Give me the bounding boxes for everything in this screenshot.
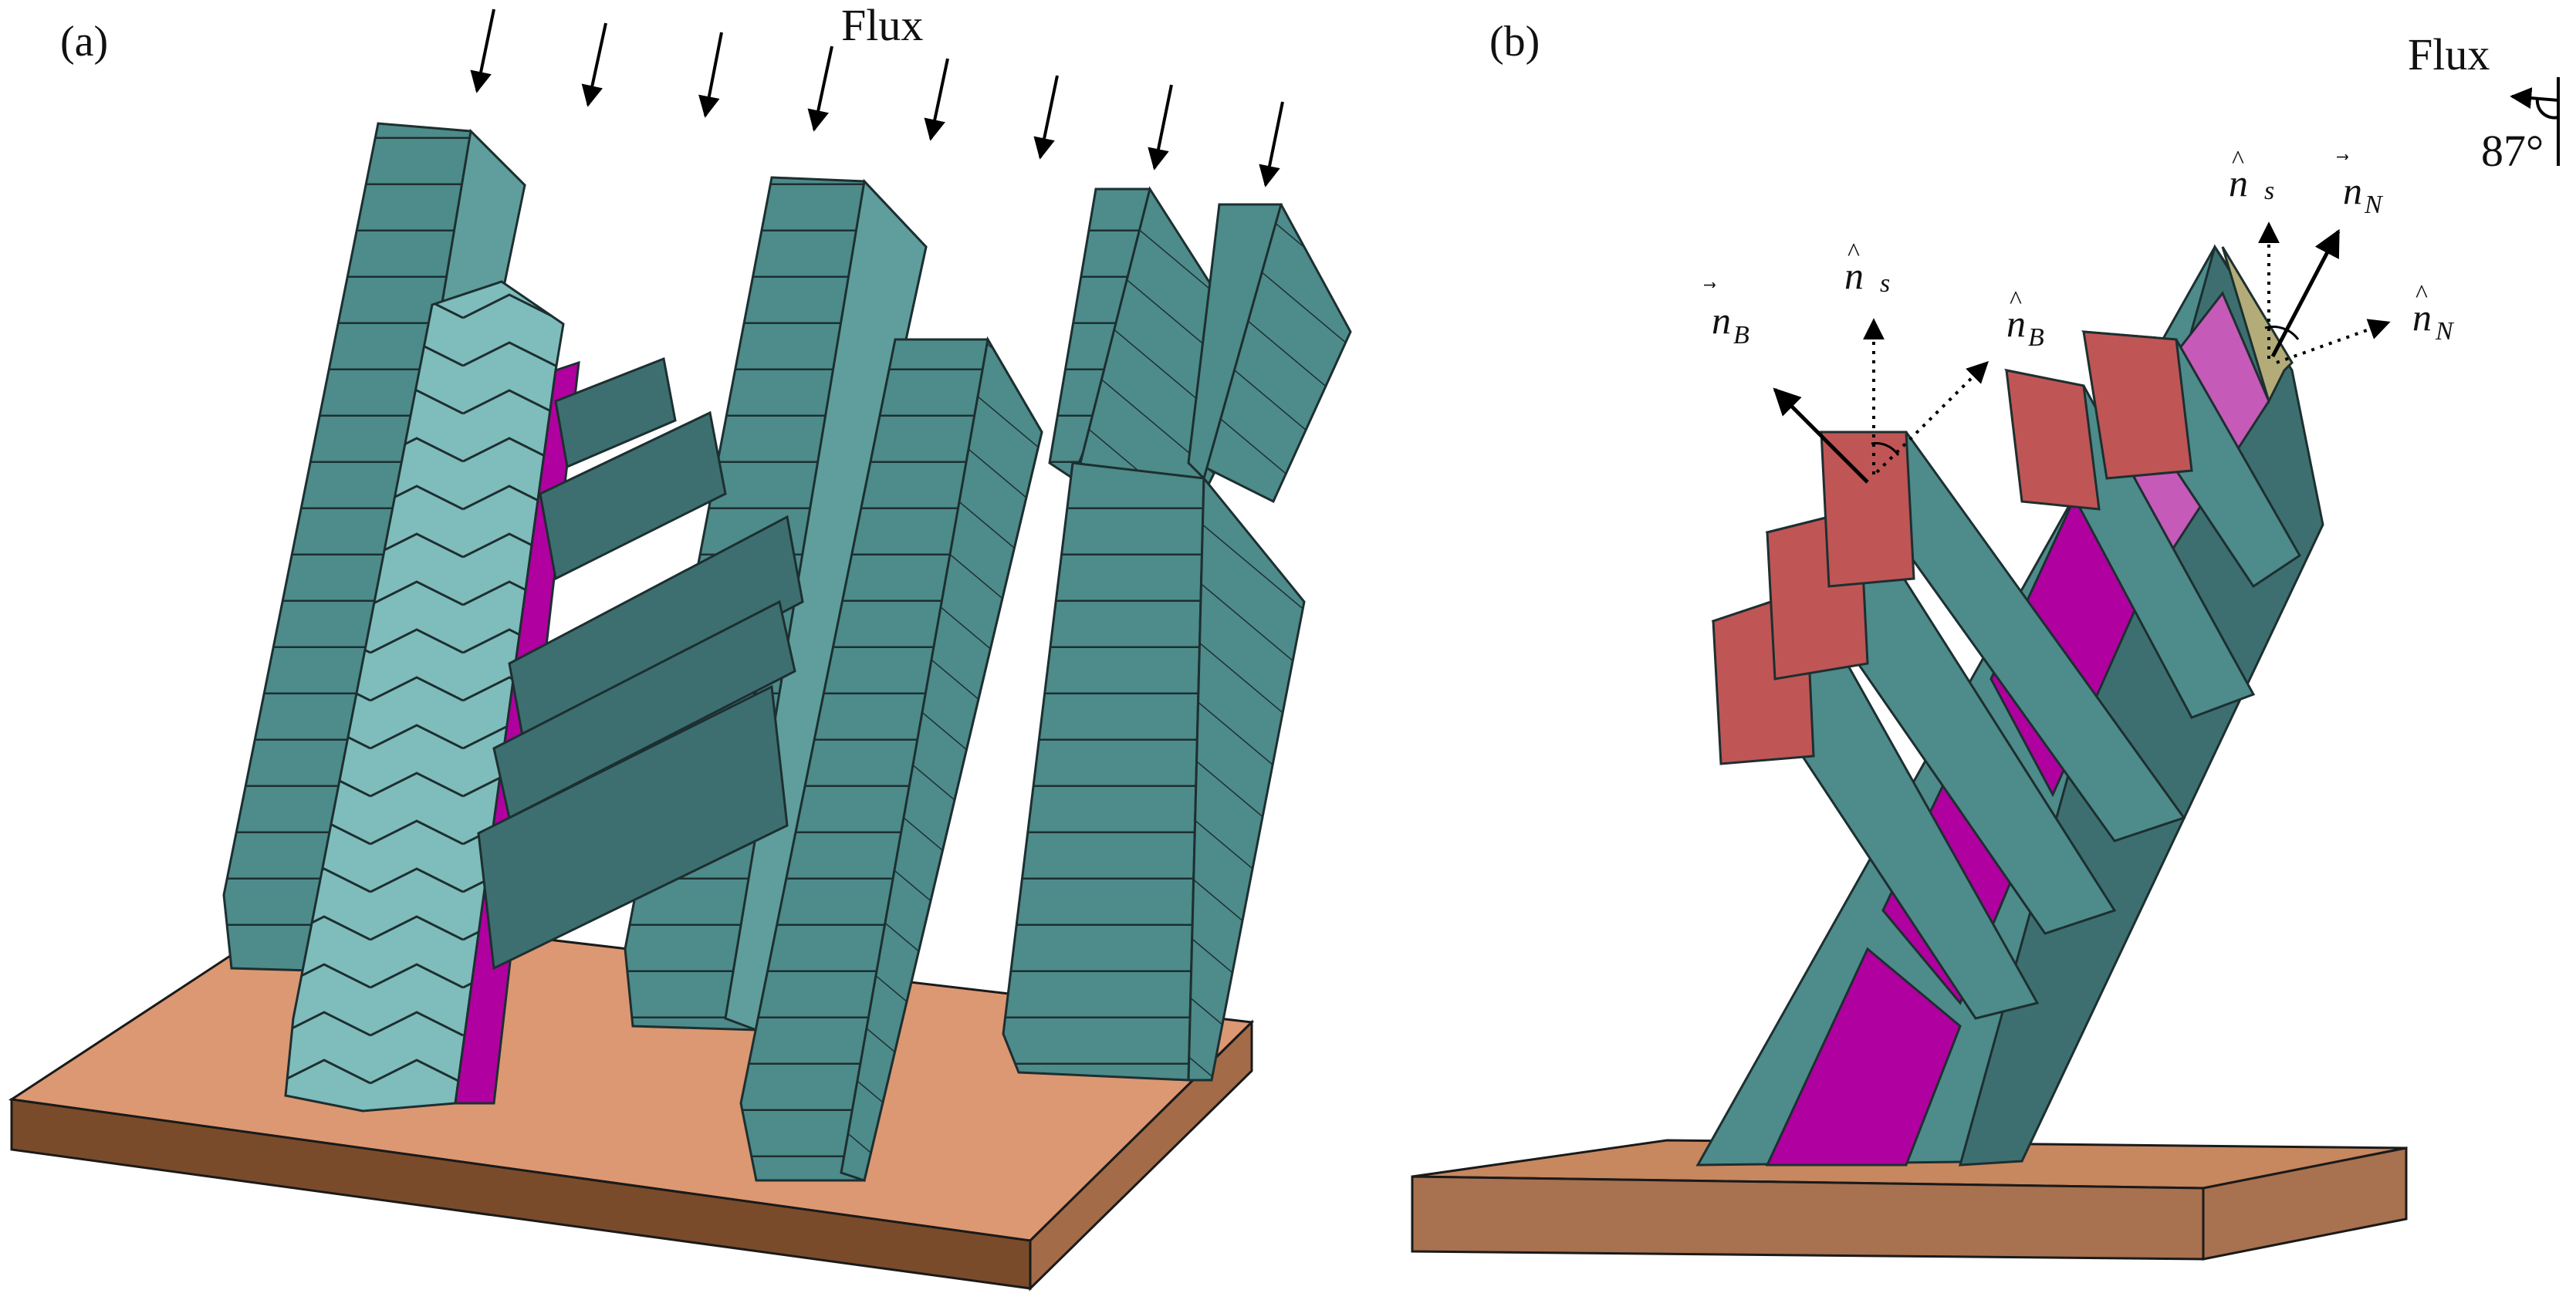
label-n-N-solid: ⃗ n N xyxy=(2337,154,2384,219)
flux-arrow xyxy=(1033,75,1059,160)
vector-labels: ⃗ n B ^ n s ^ n B ^ n s ⃗ n N xyxy=(1704,146,2455,352)
column-back-right xyxy=(1048,186,1352,527)
blades-b xyxy=(1711,330,2301,1020)
flux-label-b: Flux xyxy=(2408,29,2490,79)
flux-arrow xyxy=(698,32,723,118)
flux-angle-label: 87° xyxy=(2481,126,2544,176)
svg-text:N: N xyxy=(2364,191,2384,219)
normals-left xyxy=(1773,318,1989,484)
n-N-dotted-arrow xyxy=(2276,319,2391,364)
label-n-N-dotted: ^ n N xyxy=(2412,280,2455,346)
panel-a-label: (a) xyxy=(60,18,108,66)
svg-text:n: n xyxy=(1712,299,1731,342)
svg-text:s: s xyxy=(2264,177,2274,205)
panel-b-label: (b) xyxy=(1489,18,1540,66)
flux-arrow xyxy=(924,58,949,141)
flux-arrows-a xyxy=(470,8,1284,187)
svg-text:^: ^ xyxy=(2415,280,2428,309)
svg-text:^: ^ xyxy=(2010,286,2022,315)
substrate-front xyxy=(1411,1175,2205,1261)
flux-arrow xyxy=(470,8,495,93)
label-n-B-solid: ⃗ n B xyxy=(1704,282,1749,349)
n-N-solid-arrow xyxy=(2270,228,2341,358)
flux-arrow xyxy=(807,46,833,132)
label-n-s-right: ^ n s xyxy=(2229,146,2274,205)
normals-right xyxy=(2258,221,2391,364)
panel-a: (a) Flux xyxy=(8,0,1352,1292)
flux-label-a: Flux xyxy=(841,0,923,50)
svg-text:N: N xyxy=(2435,317,2455,346)
panel-b: (b) Flux 87° xyxy=(1411,18,2560,1261)
label-n-B-dotted: ^ n B xyxy=(2006,286,2044,352)
substrate-side xyxy=(2202,1146,2408,1261)
substrate-b xyxy=(1411,1139,2408,1261)
label-n-s-left: ^ n s xyxy=(1844,238,1890,298)
blades-a xyxy=(477,356,804,971)
flux-angle-indicator xyxy=(2510,77,2560,166)
svg-text:n: n xyxy=(2412,295,2432,339)
column-front-right xyxy=(1002,461,1306,1082)
n-B-solid-arrow xyxy=(1773,387,1869,484)
svg-text:^: ^ xyxy=(2232,146,2244,174)
angle-arc-left xyxy=(1871,442,1900,456)
svg-text:n: n xyxy=(2006,302,2026,345)
angle-arc-right xyxy=(2264,326,2300,340)
flux-arrow xyxy=(1259,101,1284,187)
svg-text:^: ^ xyxy=(1847,238,1860,267)
svg-text:n: n xyxy=(1844,254,1864,297)
svg-text:⃗: ⃗ xyxy=(2337,154,2349,160)
svg-text:B: B xyxy=(1733,321,1749,349)
svg-text:B: B xyxy=(2028,323,2044,352)
svg-text:s: s xyxy=(1880,269,1890,298)
column-front-center xyxy=(739,336,1043,1182)
flux-arrow xyxy=(1148,84,1173,171)
flux-arrow xyxy=(581,22,607,107)
svg-text:n: n xyxy=(2343,169,2362,212)
svg-text:⃗: ⃗ xyxy=(1704,282,1716,288)
substrate-side xyxy=(1029,1019,1253,1292)
svg-text:n: n xyxy=(2229,161,2248,204)
